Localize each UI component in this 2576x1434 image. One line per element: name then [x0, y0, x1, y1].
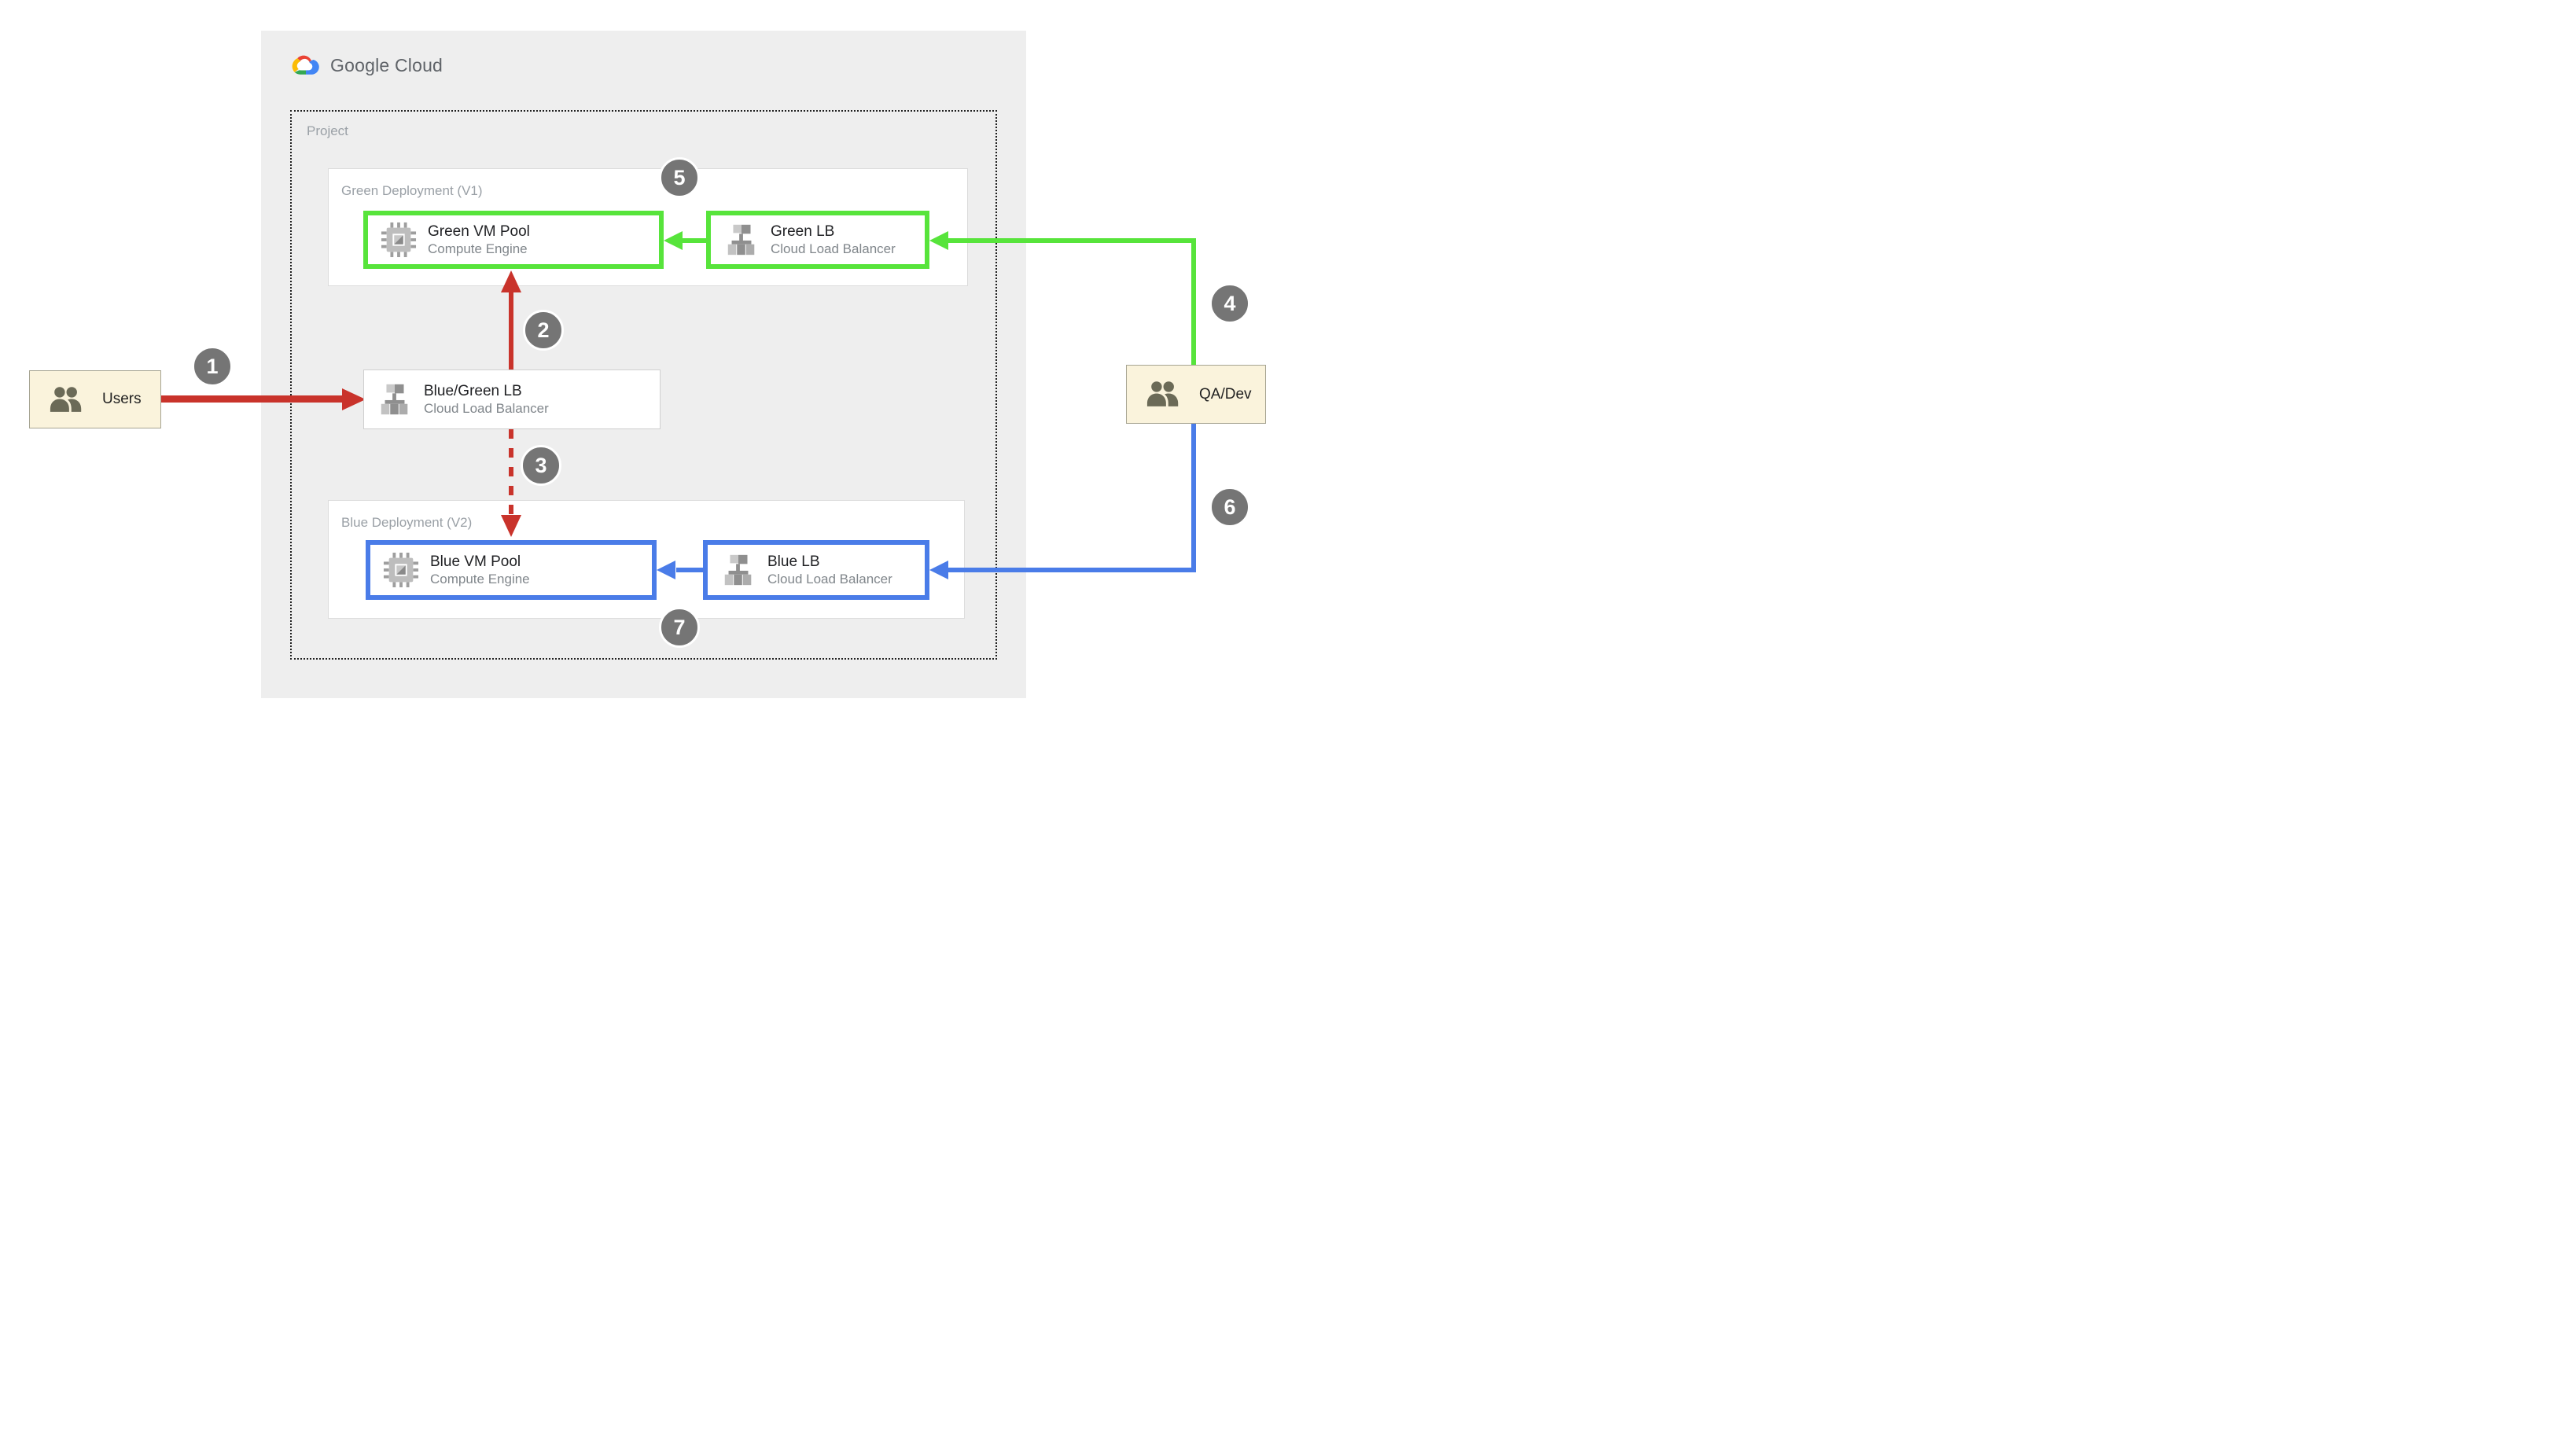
project-boundary: Project — [290, 110, 997, 660]
node-subtitle: Cloud Load Balancer — [767, 572, 892, 587]
arrowhead-left-blue2-icon — [657, 561, 675, 579]
step-badge-4: 4 — [1209, 283, 1250, 324]
node-text: Green VM Pool Compute Engine — [428, 222, 530, 258]
actor-qa-dev: QA/Dev — [1126, 365, 1266, 424]
node-subtitle: Cloud Load Balancer — [424, 401, 549, 417]
arrowhead-right-red-icon — [342, 388, 366, 410]
compute-engine-icon — [383, 552, 419, 588]
node-subtitle: Compute Engine — [428, 241, 528, 257]
edge-qa-dev-to-blue-lb-horizontal — [948, 568, 1196, 572]
load-balancer-icon — [377, 381, 413, 417]
node-text: Green LB Cloud Load Balancer — [771, 222, 896, 258]
node-text: Blue/Green LB Cloud Load Balancer — [424, 382, 549, 417]
node-subtitle: Compute Engine — [430, 572, 530, 587]
edge-bluegreen-lb-to-green-vm — [509, 291, 513, 370]
google-cloud-logo-text: Google Cloud — [330, 54, 443, 75]
node-subtitle: Cloud Load Balancer — [771, 241, 896, 257]
blue-deployment-label: Blue Deployment (V2) — [341, 515, 473, 530]
users-icon — [49, 386, 85, 414]
actor-label: Users — [102, 391, 142, 407]
load-balancer-icon — [723, 222, 760, 258]
google-cloud-logo-icon — [289, 52, 322, 79]
arrowhead-left-green-icon — [929, 231, 948, 250]
step-badge-7: 7 — [659, 607, 700, 648]
blue-green-deployment-diagram: Google Cloud Project Green Deployment (V… — [0, 0, 1288, 717]
compute-engine-icon — [381, 222, 417, 258]
arrowhead-left-green2-icon — [664, 231, 683, 250]
node-blue-vm-pool: Blue VM Pool Compute Engine — [366, 540, 657, 600]
node-title: Green VM Pool — [428, 222, 530, 240]
node-green-lb: Green LB Cloud Load Balancer — [706, 211, 929, 269]
edge-qa-dev-to-blue-lb-vertical — [1191, 422, 1196, 572]
node-title: Blue VM Pool — [430, 553, 521, 570]
project-label: Project — [307, 123, 348, 138]
edge-qa-dev-to-green-lb-vertical — [1191, 241, 1196, 366]
edge-blue-lb-to-blue-vm — [676, 568, 703, 572]
actor-users: Users — [29, 370, 161, 428]
node-text: Blue LB Cloud Load Balancer — [767, 553, 892, 588]
step-badge-2: 2 — [523, 310, 564, 351]
edge-users-to-bluegreen-lb — [161, 395, 342, 403]
edge-green-lb-to-green-vm — [683, 238, 706, 243]
node-green-vm-pool: Green VM Pool Compute Engine — [363, 211, 664, 269]
actor-label: QA/Dev — [1199, 385, 1252, 403]
arrowhead-left-blue-icon — [929, 561, 948, 579]
node-title: Blue LB — [767, 553, 820, 570]
node-text: Blue VM Pool Compute Engine — [430, 553, 530, 588]
edge-qa-dev-to-green-lb-horizontal — [948, 238, 1196, 243]
green-deployment-label: Green Deployment (V1) — [341, 183, 483, 198]
step-badge-5: 5 — [659, 157, 700, 198]
google-cloud-logo: Google Cloud — [289, 52, 443, 79]
step-badge-6: 6 — [1209, 487, 1250, 528]
node-title: Blue/Green LB — [424, 382, 522, 399]
step-badge-3: 3 — [521, 445, 561, 486]
node-blue-green-lb: Blue/Green LB Cloud Load Balancer — [363, 370, 661, 429]
load-balancer-icon — [720, 552, 756, 588]
node-title: Green LB — [771, 222, 835, 240]
users-icon — [1146, 381, 1182, 408]
arrowhead-down-red-icon — [501, 515, 521, 537]
arrowhead-up-red-icon — [501, 270, 521, 292]
step-badge-1: 1 — [192, 346, 233, 387]
node-blue-lb: Blue LB Cloud Load Balancer — [703, 540, 929, 600]
edge-bluegreen-lb-to-blue-vm-dashed — [509, 429, 513, 516]
